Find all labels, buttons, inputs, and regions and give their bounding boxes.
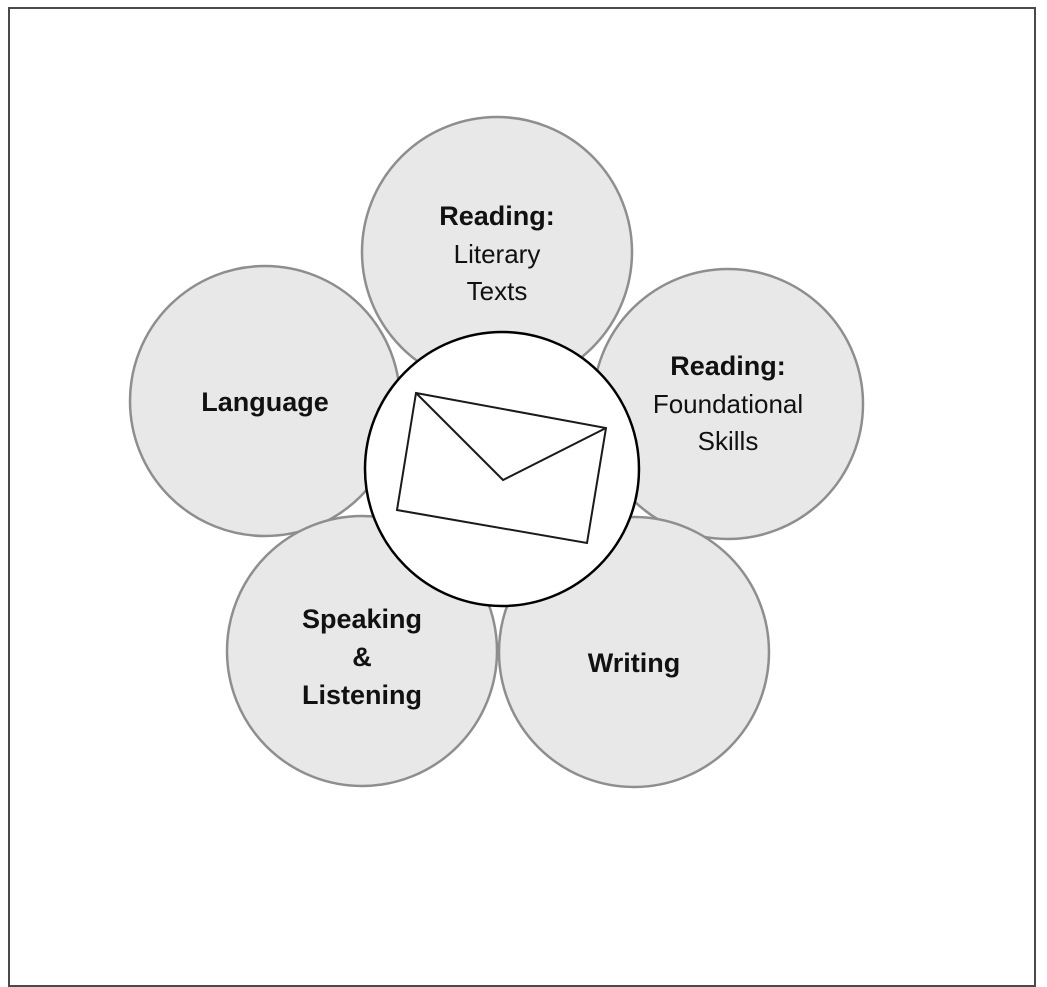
petal-speaking-listening-line-2: &: [352, 642, 372, 672]
petal-speaking-listening-line-3: Listening: [302, 680, 422, 710]
petal-reading-literary-line-1: Reading:: [439, 201, 555, 231]
envelope-icon: [395, 391, 608, 545]
center-hub: [363, 330, 641, 608]
petal-speaking-listening-line-1: Speaking: [302, 604, 422, 634]
petal-writing-line-1: Writing: [588, 648, 680, 678]
petal-reading-foundational-line-1: Reading:: [670, 351, 786, 381]
petal-reading-literary: Reading: Literary Texts: [360, 115, 634, 389]
petal-reading-foundational: Reading: Foundational Skills: [591, 267, 865, 541]
petal-reading-foundational-line-3: Skills: [698, 426, 759, 456]
petal-reading-foundational-line-2: Foundational: [653, 389, 803, 419]
petal-language: Language: [128, 264, 402, 538]
petal-reading-literary-line-3: Texts: [467, 276, 528, 306]
petal-reading-literary-line-2: Literary: [454, 239, 541, 269]
petal-language-line-1: Language: [201, 387, 329, 417]
center-circle: [363, 330, 641, 608]
flower-diagram: Reading: Literary Texts Reading: Foundat…: [128, 115, 865, 789]
